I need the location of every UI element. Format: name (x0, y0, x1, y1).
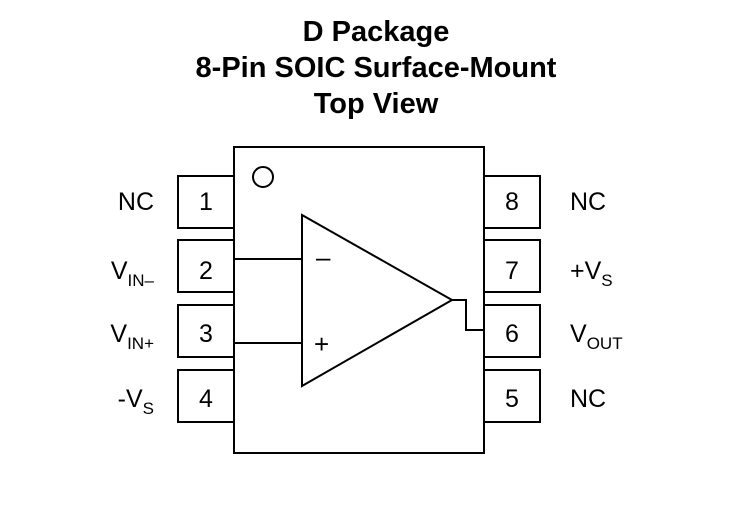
pin-box-4 (177, 369, 235, 423)
pin-number-2: 2 (199, 257, 213, 285)
wire-output (452, 299, 484, 331)
pin-label-6: VOUT (570, 320, 680, 358)
pin-box-8 (483, 175, 541, 229)
pin-number-1: 1 (199, 188, 213, 216)
pin-label-5-name: NC (570, 385, 607, 413)
opamp-plus-sign: + (314, 329, 329, 359)
pin-label-6-sub: OUT (586, 334, 623, 353)
opamp-triangle (301, 213, 455, 388)
pin-number-8: 8 (505, 188, 519, 216)
title-line-2: 8-Pin SOIC Surface-Mount (195, 52, 557, 84)
pin-label-2-sub: IN– (127, 271, 154, 290)
pin-number-5: 5 (505, 385, 519, 413)
pin-label-4-sub: S (142, 399, 154, 418)
pin-number-6: 6 (505, 320, 519, 348)
pin-box-1 (177, 175, 235, 229)
pin-label-7-name: +V (570, 257, 602, 285)
pin-label-1: NC (44, 188, 154, 216)
pin-box-5 (483, 369, 541, 423)
package-body (233, 146, 485, 454)
pin1-indicator-icon (252, 166, 274, 188)
opamp-minus-sign: – (316, 242, 331, 272)
pin-label-5: NC (570, 385, 680, 413)
pin-number-3: 3 (199, 320, 213, 348)
pin-box-2 (177, 239, 235, 293)
pin-label-3-name: V (110, 320, 128, 348)
pin-label-7: +VS (570, 257, 680, 295)
pin-box-7 (483, 239, 541, 293)
pin-label-4-name: -V (117, 385, 143, 413)
pin-label-6-name: V (570, 320, 587, 348)
pin-label-8-name: NC (570, 188, 607, 216)
pin-box-3 (177, 304, 235, 358)
pin-label-4: -VS (44, 385, 154, 423)
pin-number-7: 7 (505, 257, 519, 285)
title-line-1: D Package (302, 16, 450, 48)
pin-label-3: VIN+ (44, 320, 154, 358)
pin-label-7-sub: S (601, 271, 613, 290)
pin-label-1-name: NC (117, 188, 154, 216)
pin-label-2: VIN– (44, 257, 154, 295)
title-line-3: Top View (313, 88, 439, 120)
pin-label-2-name: V (110, 257, 128, 285)
pin-number-4: 4 (199, 385, 213, 413)
pin-label-8: NC (570, 188, 680, 216)
pin-label-3-sub: IN+ (127, 334, 154, 353)
